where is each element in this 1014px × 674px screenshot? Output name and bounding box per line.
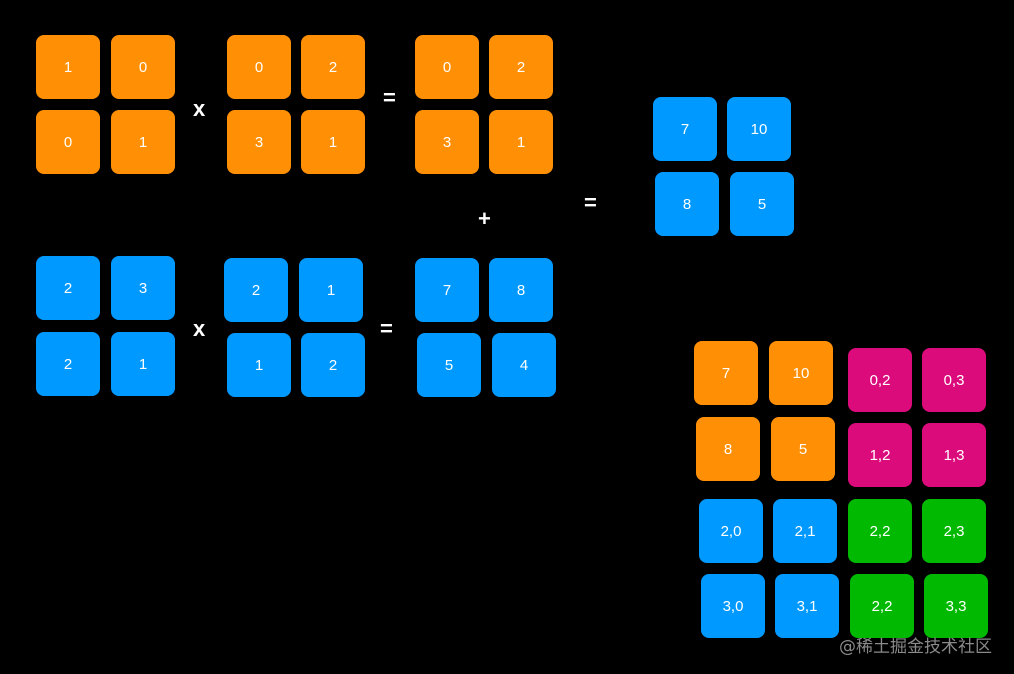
sum-result-matrix-cell: 5: [730, 172, 794, 236]
block-bottom-right-cell: 2,2: [850, 574, 914, 638]
bottom-left-matrix-cell: 3: [111, 256, 175, 320]
block-top-right-cell: 0,3: [922, 348, 986, 412]
top-left-matrix-cell: 1: [111, 110, 175, 174]
bottom-right-matrix-cell: 2: [224, 258, 288, 322]
top-right-matrix-cell: 3: [227, 110, 291, 174]
bottom-result-matrix-cell: 7: [415, 258, 479, 322]
plus-operator: +: [478, 206, 491, 231]
block-top-left-cell: 7: [694, 341, 758, 405]
top-result-matrix-cell: 2: [489, 35, 553, 99]
bottom-right-matrix-cell: 1: [227, 333, 291, 397]
block-bottom-left-cell: 3,0: [701, 574, 765, 638]
sum-result-matrix-cell: 10: [727, 97, 791, 161]
top-equals-operator: =: [383, 85, 396, 110]
top-result-matrix-cell: 0: [415, 35, 479, 99]
bottom-right-matrix-cell: 1: [299, 258, 363, 322]
top-result-matrix-cell: 1: [489, 110, 553, 174]
block-top-left-cell: 5: [771, 417, 835, 481]
bottom-left-matrix-cell: 2: [36, 332, 100, 396]
top-left-matrix-cell: 1: [36, 35, 100, 99]
bottom-result-matrix-cell: 8: [489, 258, 553, 322]
bottom-right-matrix-cell: 2: [301, 333, 365, 397]
bottom-left-matrix-cell: 2: [36, 256, 100, 320]
block-top-left-cell: 8: [696, 417, 760, 481]
block-top-right-cell: 1,3: [922, 423, 986, 487]
bottom-left-matrix-cell: 1: [111, 332, 175, 396]
block-top-right-cell: 1,2: [848, 423, 912, 487]
top-right-matrix-cell: 2: [301, 35, 365, 99]
block-bottom-left-cell: 3,1: [775, 574, 839, 638]
bottom-result-matrix-cell: 5: [417, 333, 481, 397]
sum-equals-operator: =: [584, 190, 597, 215]
block-bottom-left-cell: 2,0: [699, 499, 763, 563]
top-right-matrix-cell: 1: [301, 110, 365, 174]
block-top-right-cell: 0,2: [848, 348, 912, 412]
bottom-result-matrix-cell: 4: [492, 333, 556, 397]
sum-result-matrix-cell: 8: [655, 172, 719, 236]
top-multiply-operator: x: [193, 96, 206, 121]
bottom-equals-operator: =: [380, 316, 393, 341]
bottom-multiply-operator: x: [193, 316, 206, 341]
top-left-matrix-cell: 0: [36, 110, 100, 174]
block-top-left-cell: 10: [769, 341, 833, 405]
top-result-matrix-cell: 3: [415, 110, 479, 174]
top-left-matrix-cell: 0: [111, 35, 175, 99]
watermark-text: @稀土掘金技术社区: [839, 637, 992, 657]
top-right-matrix-cell: 0: [227, 35, 291, 99]
block-bottom-right-cell: 2,2: [848, 499, 912, 563]
block-bottom-left-cell: 2,1: [773, 499, 837, 563]
block-bottom-right-cell: 3,3: [924, 574, 988, 638]
block-bottom-right-cell: 2,3: [922, 499, 986, 563]
sum-result-matrix-cell: 7: [653, 97, 717, 161]
